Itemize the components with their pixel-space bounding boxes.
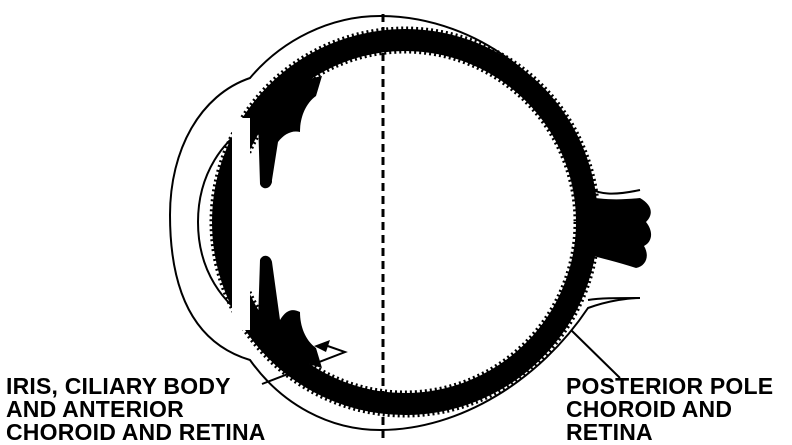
posterior-label-line-2: CHOROID AND — [566, 398, 773, 421]
anterior-label-line-1: IRIS, CILIARY BODY — [6, 375, 266, 398]
anterior-label-line-3: CHOROID AND RETINA — [6, 421, 266, 444]
anterior-structures-label: IRIS, CILIARY BODY AND ANTERIOR CHOROID … — [6, 375, 266, 444]
front-opening-mask — [232, 118, 250, 330]
posterior-label-line-1: POSTERIOR POLE — [566, 375, 773, 398]
posterior-leader-line — [571, 330, 620, 378]
posterior-label-line-3: RETINA — [566, 421, 773, 444]
iris-upper — [258, 119, 272, 188]
choroid-retina-band — [223, 40, 587, 404]
posterior-pole-label: POSTERIOR POLE CHOROID AND RETINA — [566, 375, 773, 444]
iris-lower — [258, 256, 272, 324]
anterior-label-line-2: AND ANTERIOR — [6, 398, 266, 421]
